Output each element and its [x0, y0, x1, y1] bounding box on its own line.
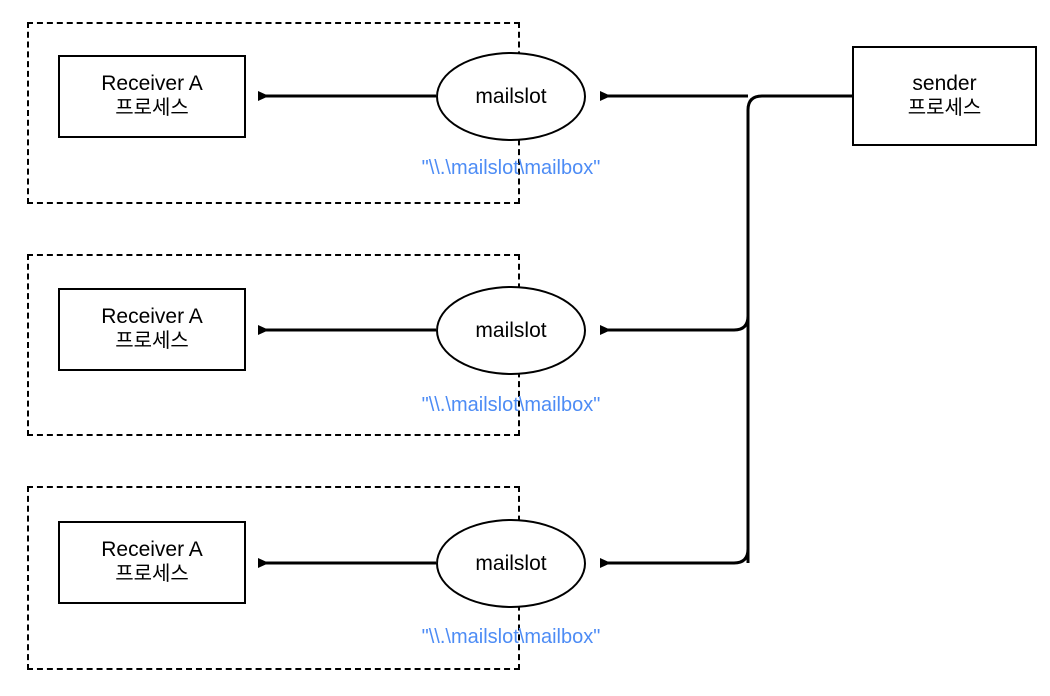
receiver-label-line1: Receiver A	[101, 72, 203, 96]
mailslot-label: mailslot	[475, 318, 547, 342]
sender-label-line2: 프로세스	[907, 96, 982, 119]
branch-line-3	[600, 548, 750, 568]
mailslot-node-1[interactable]: mailslot	[436, 52, 586, 141]
receiver-label-line2: 프로세스	[115, 330, 189, 353]
receiver-label-line1: Receiver A	[101, 305, 203, 329]
mailslot-path-label-3: "\\.\mailslot\mailbox"	[421, 626, 601, 648]
mailslot-label: mailslot	[475, 84, 547, 108]
mailslot-node-2[interactable]: mailslot	[436, 286, 586, 375]
sender-trunk-line	[746, 94, 852, 563]
receiver-label-line2: 프로세스	[115, 563, 189, 586]
receiver-label-line2: 프로세스	[115, 97, 189, 120]
mailslot-path-label-2: "\\.\mailslot\mailbox"	[421, 394, 601, 416]
branch-line-2	[600, 315, 750, 335]
mailslot-label: mailslot	[475, 551, 547, 575]
receiver-label-line1: Receiver A	[101, 538, 203, 562]
receiver-process-box-1[interactable]: Receiver A 프로세스	[58, 55, 246, 138]
mailslot-path-label-1: "\\.\mailslot\mailbox"	[421, 157, 601, 179]
mailslot-node-3[interactable]: mailslot	[436, 519, 586, 608]
sender-process-box[interactable]: sender 프로세스	[852, 46, 1037, 146]
receiver-process-box-3[interactable]: Receiver A 프로세스	[58, 521, 246, 604]
sender-label-line1: sender	[912, 71, 977, 95]
receiver-process-box-2[interactable]: Receiver A 프로세스	[58, 288, 246, 371]
